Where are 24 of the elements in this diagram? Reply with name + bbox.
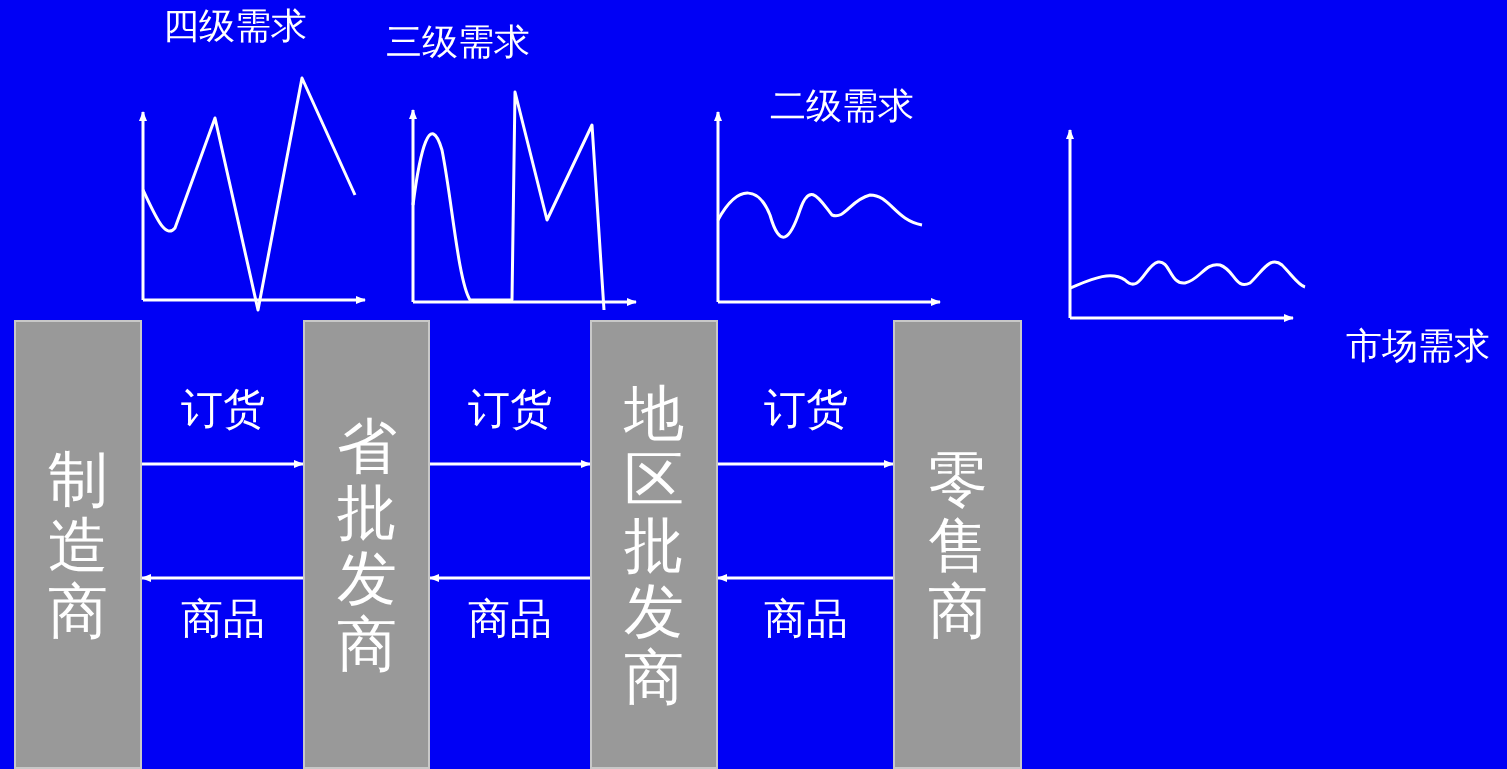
- box-label: 零售商: [927, 445, 988, 644]
- edge-label: 商品: [180, 598, 265, 640]
- edge-label: 订货: [763, 388, 848, 430]
- arrow: [718, 460, 894, 468]
- chart-title: 二级需求: [770, 88, 914, 124]
- chart-title: 四级需求: [163, 8, 307, 44]
- supply-chain-box: [893, 320, 1022, 769]
- supply-chain-box: [590, 320, 718, 769]
- chart-title: 三级需求: [386, 24, 530, 60]
- arrow: [142, 460, 304, 468]
- arrow: [430, 460, 591, 468]
- arrow: [141, 574, 303, 582]
- arrow: [717, 574, 893, 582]
- edge-label: 商品: [468, 598, 552, 640]
- box-label: 制造商: [48, 445, 108, 644]
- chart-title: 市场需求: [1346, 328, 1490, 364]
- arrow: [429, 574, 590, 582]
- supply-chain-box: [303, 320, 430, 769]
- edge-label: 订货: [468, 388, 552, 430]
- edge-label: 订货: [180, 388, 265, 430]
- box-label: 地区批发商: [624, 379, 684, 710]
- edge-label: 商品: [763, 598, 848, 640]
- box-label: 省批发商: [336, 412, 397, 677]
- supply-chain-box: [14, 320, 142, 769]
